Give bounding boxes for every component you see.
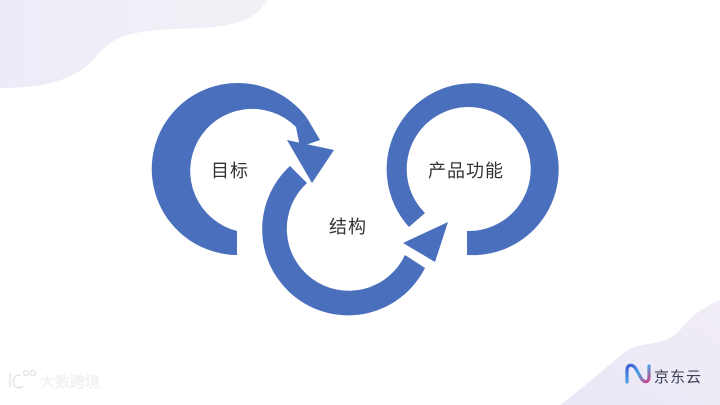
cycle-arrow-goal: [151, 83, 334, 256]
brand-name: 京东云: [654, 368, 703, 386]
cycle-arrow-product: [386, 83, 559, 256]
decor-blob-bottom-right: [560, 300, 720, 405]
decor-blob-top-left: [0, 0, 268, 88]
node-label-product: 产品功能: [428, 161, 504, 182]
cycle-arrow-structure: [262, 166, 448, 316]
brand-logo: 京东云: [654, 366, 702, 387]
node-label-structure: 结构: [329, 217, 367, 238]
watermark-logo-icon: [9, 369, 37, 389]
watermark-text: 大数跨境: [40, 373, 101, 391]
watermark: 大数跨境: [40, 371, 100, 392]
jdcloud-logo-icon: [625, 363, 651, 384]
node-label-goal: 目标: [211, 161, 249, 182]
